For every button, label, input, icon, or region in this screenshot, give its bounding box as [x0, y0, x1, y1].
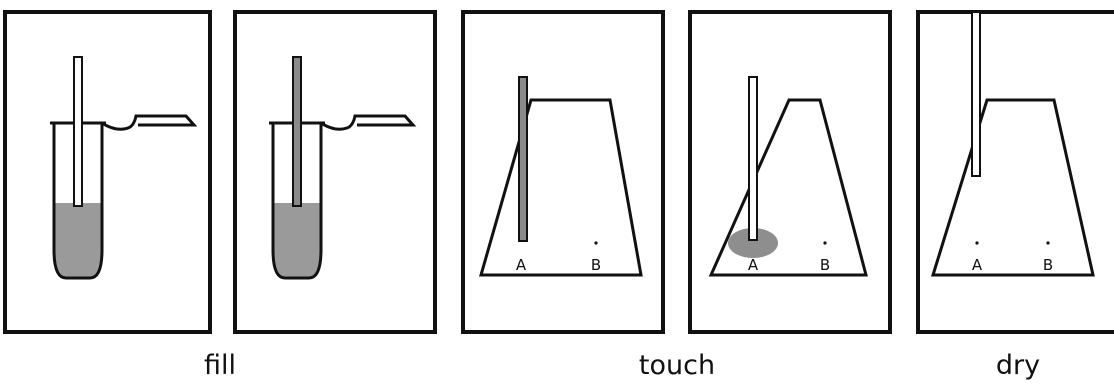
panel-touch-2: A B: [690, 12, 890, 332]
capillary-tube: [74, 57, 82, 206]
panel-fill-1: [5, 12, 210, 332]
panel-frame: [5, 12, 210, 332]
caption-touch: touch: [639, 350, 715, 381]
point-label-b: B: [820, 256, 830, 274]
caption-dry: dry: [996, 350, 1040, 381]
caption-fill: fill: [204, 350, 236, 381]
panel-touch-1: A B: [463, 12, 663, 332]
capillary-tube: [972, 12, 980, 176]
tube-liquid: [273, 203, 321, 278]
spot-marker-a: [975, 241, 978, 244]
panel-dry: A B: [918, 12, 1114, 332]
point-label-b: B: [1043, 256, 1053, 274]
point-label-a: A: [972, 256, 983, 274]
spot-marker-b: [823, 241, 826, 244]
capillary-tube: [749, 77, 757, 240]
tube-liquid: [54, 203, 102, 278]
capillary-tube-filled: [293, 57, 301, 206]
capillary-tube-filled: [519, 77, 527, 241]
panel-fill-2: [235, 12, 435, 332]
point-label-a: A: [748, 256, 759, 274]
panel-frame: [235, 12, 435, 332]
spot-marker-b: [1046, 241, 1049, 244]
point-label-b: B: [591, 256, 601, 274]
point-label-a: A: [516, 256, 527, 274]
spot-marker-b: [594, 241, 597, 244]
